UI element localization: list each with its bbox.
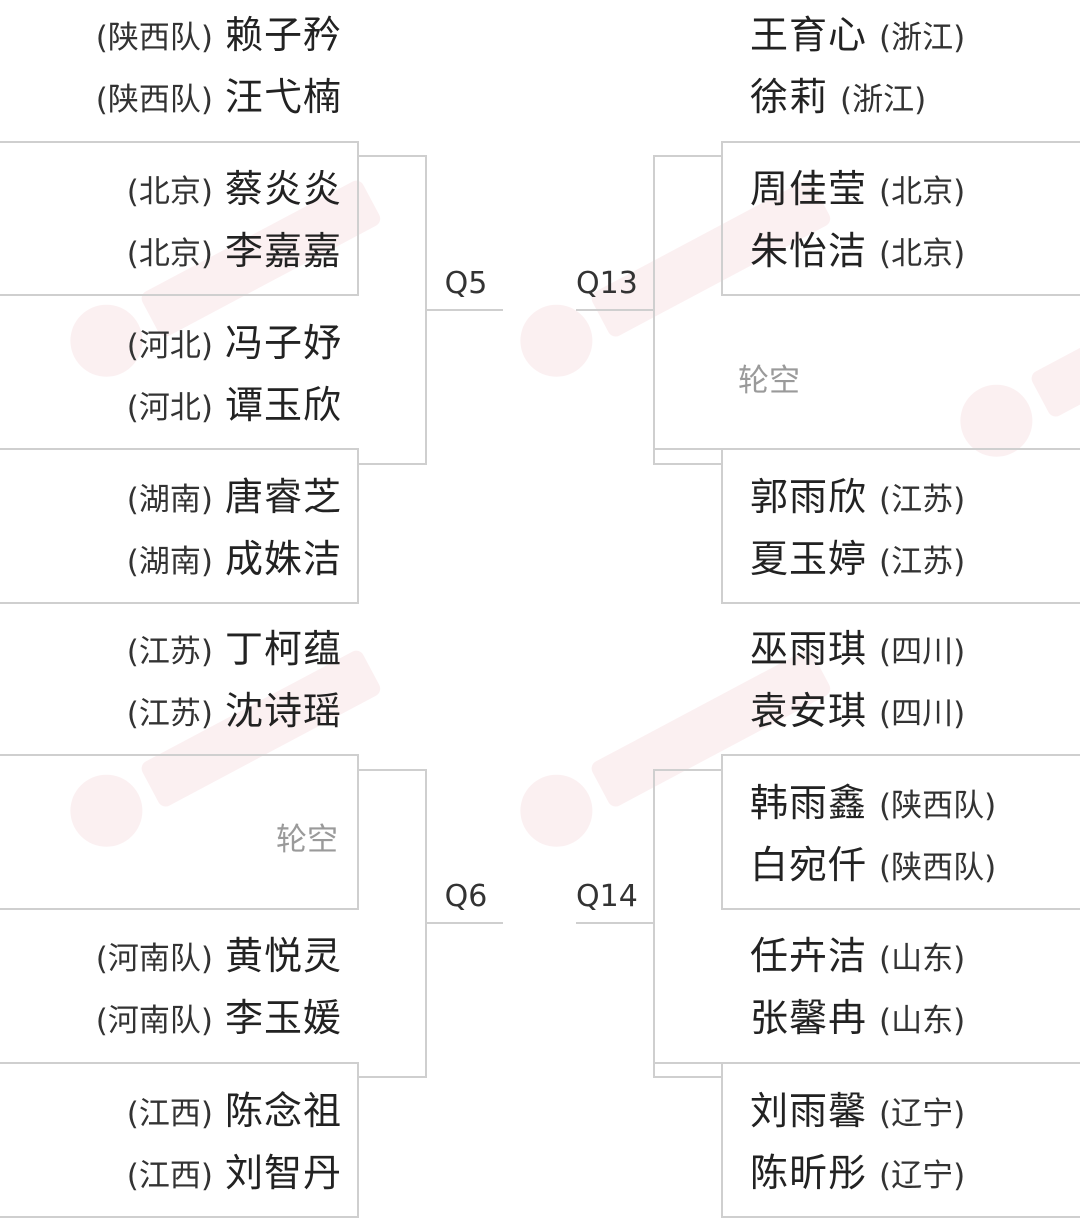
left-entry: (陕西队) 汪弋楠 [96, 66, 342, 128]
player-name: 白宛仟 [750, 843, 868, 887]
team-label: (北京) [879, 174, 966, 210]
team-label: (四川) [879, 634, 966, 670]
player-name: 李玉媛 [224, 996, 342, 1040]
player-name: 郭雨欣 [750, 475, 868, 519]
player-name: 李嘉嘉 [224, 229, 342, 273]
left-entry: (江西) 刘智丹 [127, 1142, 342, 1204]
right-entry: 白宛仟 (陕西队) [750, 834, 996, 896]
team-label: (河南队) [95, 941, 213, 977]
team-label: (浙江) [879, 20, 966, 56]
team-label: (湖南) [126, 544, 213, 580]
player-name: 唐睿芝 [224, 475, 342, 519]
player-name: 周佳莹 [750, 167, 868, 211]
player-name: 汪弋楠 [224, 75, 342, 119]
player-name: 夏玉婷 [750, 537, 868, 581]
match-label-q14: Q14 [576, 879, 638, 914]
team-label: (北京) [879, 236, 966, 272]
team-label: (陕西队) [95, 82, 213, 118]
bye-label: 轮空 [738, 363, 800, 399]
left-entry: (湖南) 成姝洁 [127, 528, 342, 590]
team-label: (江苏) [879, 482, 966, 518]
player-name: 刘雨馨 [750, 1089, 868, 1133]
right-entry: 郭雨欣 (江苏) [750, 466, 965, 528]
right-entry: 袁安琪 (四川) [750, 680, 965, 742]
team-label: (湖南) [126, 482, 213, 518]
player-name: 蔡炎炎 [224, 167, 342, 211]
right-entry: 刘雨馨 (辽宁) [750, 1080, 965, 1142]
left-entry: (北京) 李嘉嘉 [127, 220, 342, 282]
team-label: (河北) [126, 390, 213, 426]
team-label: (陕西队) [879, 788, 997, 824]
right-entry: 徐莉 (浙江) [750, 66, 926, 128]
team-label: (四川) [879, 696, 966, 732]
left-entry: (湖南) 唐睿芝 [127, 466, 342, 528]
player-name: 巫雨琪 [750, 627, 868, 671]
right-entry: 陈昕彤 (辽宁) [750, 1142, 965, 1204]
player-name: 成姝洁 [224, 537, 342, 581]
left-entry: (河北) 谭玉欣 [127, 374, 342, 436]
right-entry: 任卉洁 (山东) [750, 925, 965, 987]
player-name: 黄悦灵 [224, 934, 342, 978]
player-name: 徐莉 [750, 75, 829, 119]
match-label-q6: Q6 [444, 879, 488, 914]
team-label: (北京) [126, 236, 213, 272]
team-label: (江西) [126, 1158, 213, 1194]
team-label: (山东) [879, 1003, 966, 1039]
team-label: (江苏) [126, 634, 213, 670]
team-label: (陕西队) [95, 20, 213, 56]
player-name: 任卉洁 [750, 934, 868, 978]
left-entry: (河南队) 李玉媛 [96, 987, 342, 1049]
left-entry: (江苏) 丁柯蕴 [127, 618, 342, 680]
player-name: 冯子妤 [224, 321, 342, 365]
team-label: (陕西队) [879, 850, 997, 886]
match-label-q5: Q5 [444, 266, 488, 301]
right-entry: 王育心 (浙江) [750, 4, 965, 66]
right-entry: 朱怡洁 (北京) [750, 220, 965, 282]
team-label: (江西) [126, 1096, 213, 1132]
left-entry: (江苏) 沈诗瑶 [127, 680, 342, 742]
left-entry: (河北) 冯子妤 [127, 312, 342, 374]
player-name: 刘智丹 [224, 1151, 342, 1195]
player-name: 朱怡洁 [750, 229, 868, 273]
player-name: 赖子矜 [224, 13, 342, 57]
right-entry: 夏玉婷 (江苏) [750, 528, 965, 590]
player-name: 陈念祖 [224, 1089, 342, 1133]
team-label: (江苏) [126, 696, 213, 732]
right-entry: 巫雨琪 (四川) [750, 618, 965, 680]
bye-label: 轮空 [276, 822, 338, 858]
team-label: (辽宁) [879, 1158, 966, 1194]
player-name: 沈诗瑶 [224, 689, 342, 733]
team-label: (山东) [879, 941, 966, 977]
left-entry: (陕西队) 赖子矜 [96, 4, 342, 66]
team-label: (北京) [126, 174, 213, 210]
team-label: (河北) [126, 328, 213, 364]
right-entry: 韩雨鑫 (陕西队) [750, 772, 996, 834]
left-entry: (北京) 蔡炎炎 [127, 158, 342, 220]
team-label: (辽宁) [879, 1096, 966, 1132]
team-label: (河南队) [95, 1003, 213, 1039]
player-name: 陈昕彤 [750, 1151, 868, 1195]
left-entry: (江西) 陈念祖 [127, 1080, 342, 1142]
team-label: (江苏) [879, 544, 966, 580]
left-entry: (河南队) 黄悦灵 [96, 925, 342, 987]
player-name: 韩雨鑫 [750, 781, 868, 825]
team-label: (浙江) [840, 82, 927, 118]
player-name: 袁安琪 [750, 689, 868, 733]
right-entry: 周佳莹 (北京) [750, 158, 965, 220]
player-name: 王育心 [750, 13, 868, 57]
match-label-q13: Q13 [576, 266, 638, 301]
player-name: 丁柯蕴 [224, 627, 342, 671]
right-entry: 张馨冉 (山东) [750, 987, 965, 1049]
player-name: 张馨冉 [750, 996, 868, 1040]
player-name: 谭玉欣 [224, 383, 342, 427]
